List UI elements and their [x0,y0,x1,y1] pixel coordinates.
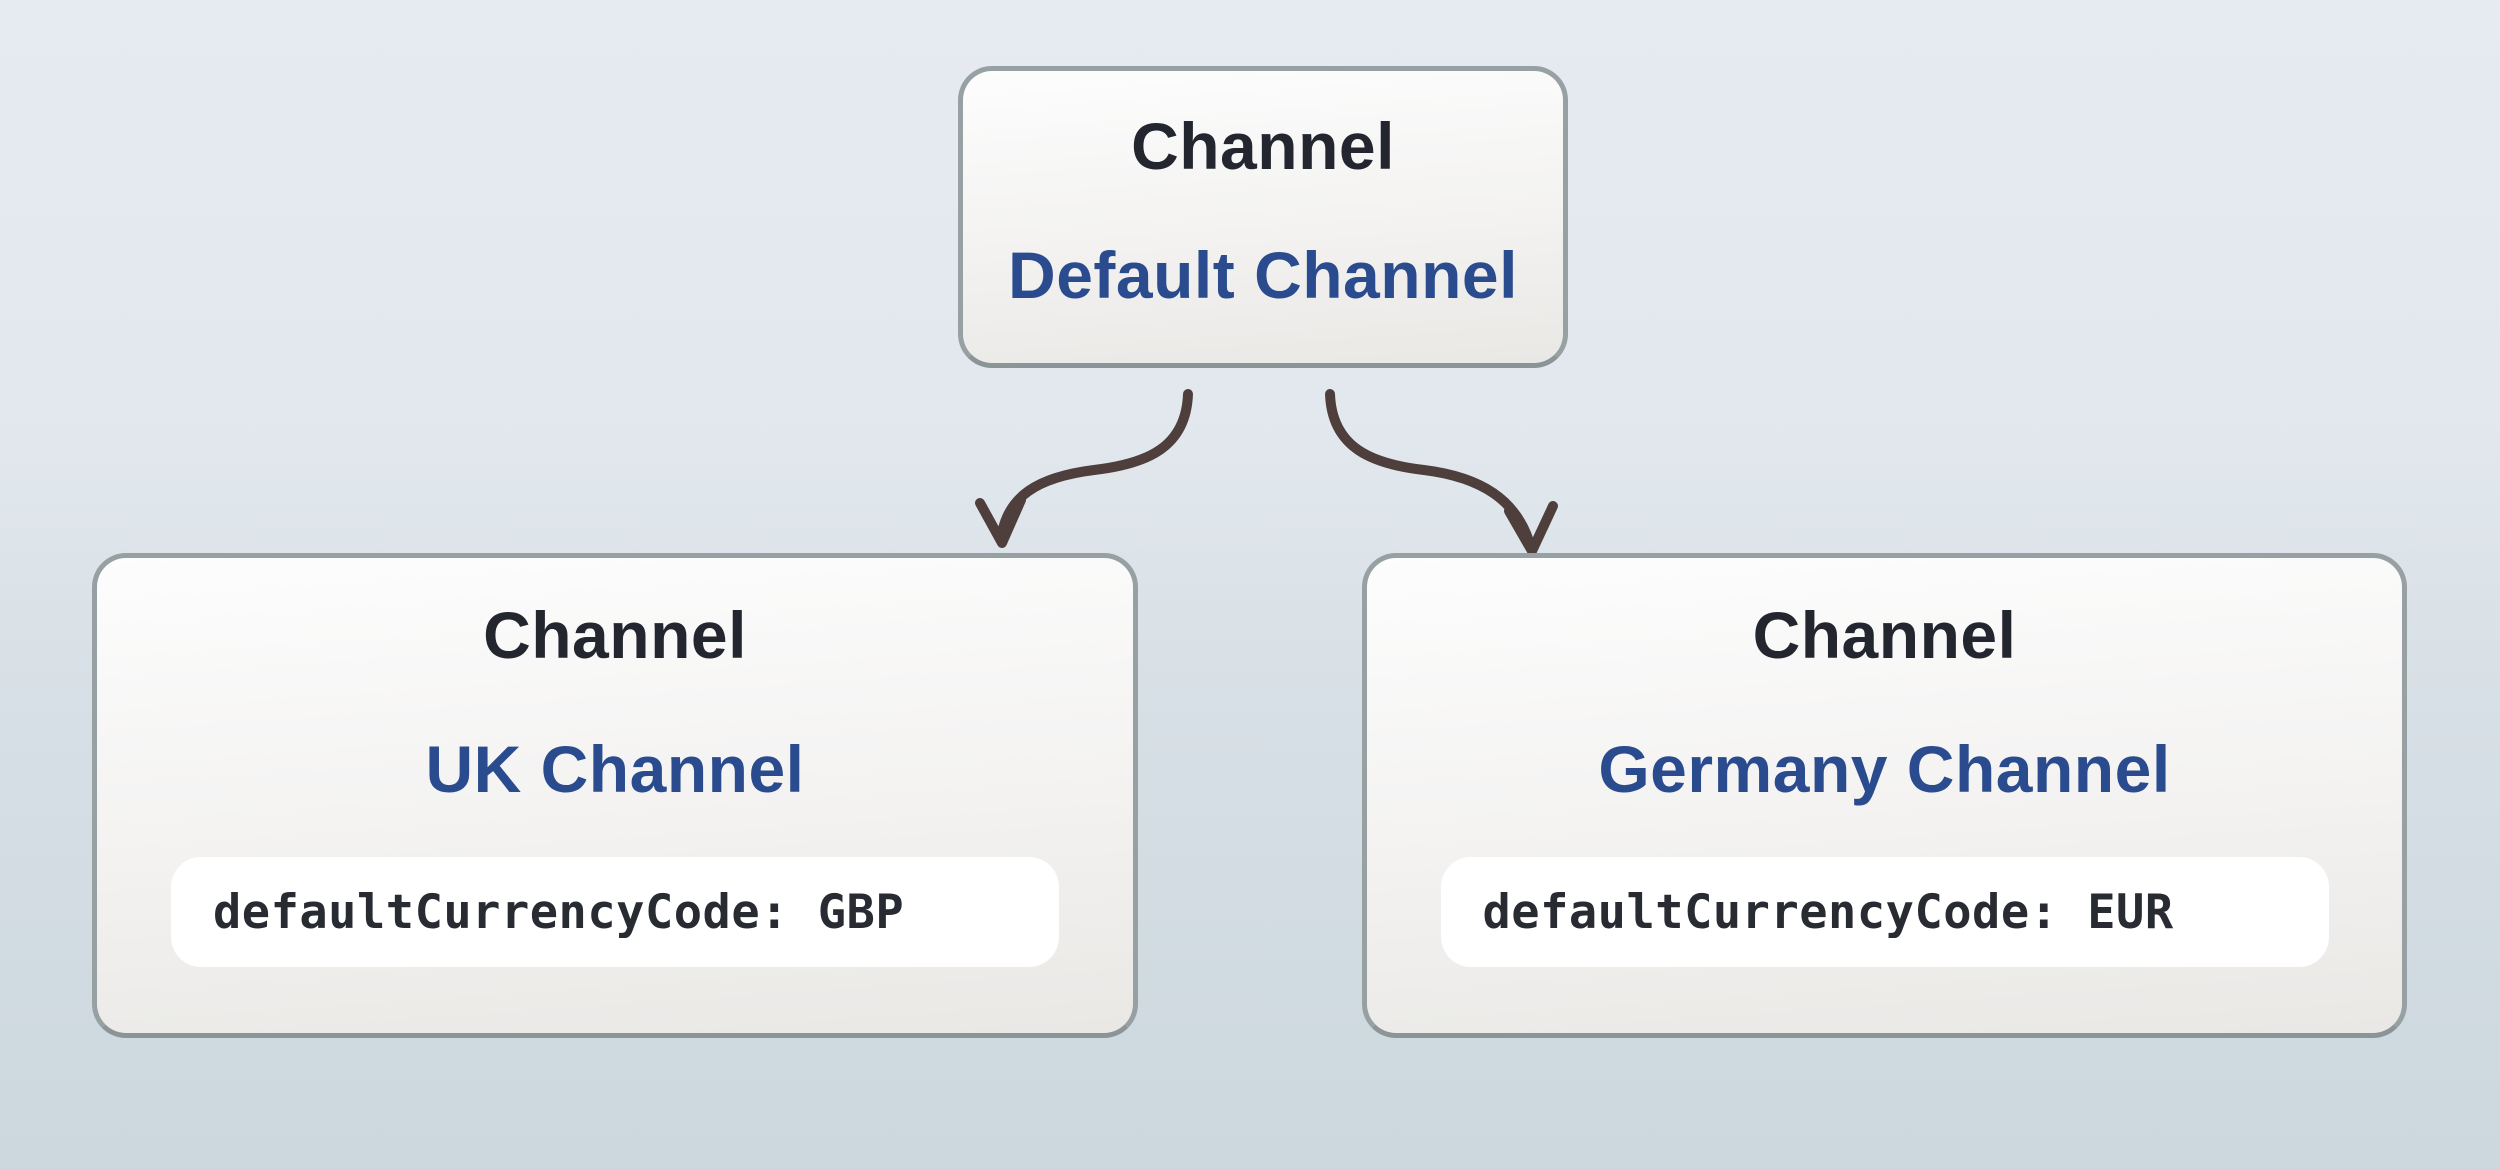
node-default-channel: Channel Default Channel [958,66,1568,368]
node-germany-channel: Channel Germany Channel defaultCurrencyC… [1362,553,2407,1038]
arrowhead-icon [975,495,1026,548]
arrow-curve [1325,389,1536,553]
arrowhead-icon [1504,501,1558,556]
node-type-label: Channel [1752,598,2017,672]
node-uk-channel: Channel UK Channel defaultCurrencyCode: … [92,553,1138,1038]
node-attribute-pill: defaultCurrencyCode: GBP [171,857,1059,967]
node-name-label: UK Channel [425,732,805,806]
node-name-label: Default Channel [1008,238,1518,312]
arrow-default-to-uk [975,389,1193,548]
arrow-curve [996,389,1193,545]
node-type-label: Channel [483,598,747,672]
node-attribute-pill: defaultCurrencyCode: EUR [1440,857,2329,967]
node-name-label: Germany Channel [1598,732,2171,806]
node-type-label: Channel [1131,109,1395,183]
attribute-code-text: defaultCurrencyCode: EUR [1482,884,2174,940]
arrow-default-to-germany [1325,389,1558,556]
attribute-code-text: defaultCurrencyCode: GBP [213,884,905,940]
